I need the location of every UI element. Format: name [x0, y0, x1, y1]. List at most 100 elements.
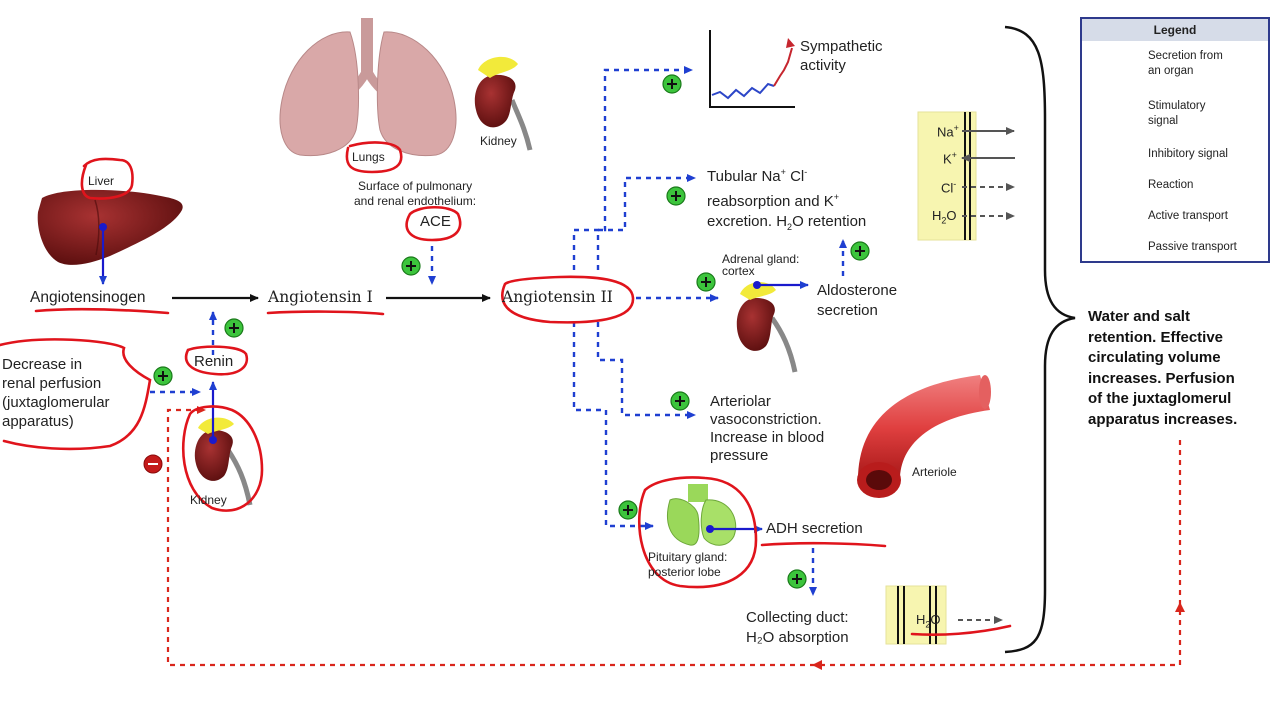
secretion-arrows [99, 223, 809, 533]
transport-arrows [958, 127, 1015, 624]
stimulatory-plus-icon [787, 569, 807, 589]
liver-icon [37, 189, 183, 265]
stimulatory-plus-icon [662, 74, 682, 94]
duct-water: H2O [916, 612, 941, 630]
trigger-label: Decrease in renal perfusion (juxtaglomer… [2, 355, 110, 431]
tubular-sup-a: + [780, 167, 786, 177]
tubular-sub-a: 2 [787, 222, 793, 232]
trigger-line1: Decrease in [2, 356, 83, 373]
ion-h2o: H2O [932, 208, 957, 226]
stimulatory-plus-icon [850, 241, 870, 261]
inhibitory-feedback-arrow [166, 406, 1182, 667]
adrenal-label-line2: cortex [722, 264, 755, 278]
tubular-text-b: Cl [785, 168, 805, 185]
angiotensin-1-node: Angiotensin I [268, 288, 373, 306]
legend-item-secretion: Secretion from an organ [1148, 49, 1223, 79]
tubular-label: Tubular Na+ Cl- reabsorption and K+ excr… [707, 162, 866, 237]
legend-item-inhibitory: Inhibitory signal [1148, 148, 1228, 160]
kidney-left-icon [194, 417, 253, 506]
kidney-top-icon [474, 56, 533, 151]
ion-cl-charge: - [953, 179, 957, 189]
tubular-text-d: excretion. H [707, 213, 788, 230]
stimulatory-arrows [150, 66, 847, 596]
outcome-line4: increases. Perfusion [1088, 369, 1235, 387]
trigger-line2: renal perfusion [2, 375, 102, 392]
tubular-text-a: Tubular Na [707, 168, 781, 185]
ion-h2o-sub: 2 [941, 215, 947, 226]
sympathetic-line1: Sympathetic [800, 38, 883, 55]
stimulatory-plus-icon [401, 256, 421, 276]
tubular-line2: reabsorption and K+ [707, 187, 866, 212]
outcome-line1: Water and salt [1088, 308, 1190, 325]
pituitary-gland-icon [667, 484, 737, 546]
stimulatory-plus-icon [618, 500, 638, 520]
trigger-line4: apparatus) [2, 413, 74, 430]
arteriolar-line4: pressure [710, 447, 769, 464]
outcome-line2: retention. Effective [1088, 328, 1224, 346]
legend-panel: Legend Secretion from an organ Stimulato… [1080, 17, 1270, 263]
legend-item-passive-transport: Passive transport [1148, 241, 1237, 253]
pituitary-label-line1: Pituitary gland: [648, 550, 728, 564]
duct-water-sub: 2 [925, 619, 931, 630]
legend-item-active-transport: Active transport [1148, 210, 1228, 222]
tubular-text-e: O retention [792, 213, 867, 230]
collecting-duct-label: Collecting duct: H₂O absorption [746, 608, 849, 648]
tubular-sup-c: + [833, 192, 840, 202]
ion-na-text: Na [937, 124, 954, 140]
adrenal-gland-label: Adrenal gland: cortex [722, 253, 799, 277]
arteriole-label: Arteriole [912, 465, 957, 479]
adh-secretion-label: ADH secretion [766, 520, 863, 537]
sympathetic-line2: activity [800, 57, 846, 74]
outcome-brace [1004, 25, 1076, 654]
aldosterone-line1: Aldosterone [817, 282, 898, 299]
tubular-line1: Tubular Na+ Cl- [707, 162, 866, 187]
lungs-label: Lungs [352, 150, 385, 164]
legend-secretion-line1: Secretion from [1148, 50, 1223, 62]
inhibitory-arrowheads [812, 602, 1185, 670]
trigger-line3: (juxtaglomerular [2, 394, 110, 411]
ion-cl: Cl- [941, 179, 956, 195]
legend-item-stimulatory: Stimulatory signal [1148, 99, 1206, 129]
arteriole-icon [857, 375, 991, 498]
angiotensinogen-node: Angiotensinogen [30, 289, 146, 306]
legend-stimulatory-line2: signal [1148, 115, 1179, 127]
duct-water-h: H [916, 612, 926, 627]
collecting-line1: Collecting duct: [746, 609, 849, 626]
angiotensin-2-node: Angiotensin II [502, 288, 613, 306]
stimulatory-plus-icon [670, 391, 690, 411]
kidney-left-label: Kidney [190, 493, 227, 507]
pituitary-label-line2: posterior lobe [648, 565, 721, 579]
outcome-line3: circulating volume [1088, 349, 1221, 366]
ion-k-charge: + [951, 150, 957, 160]
ion-k-text: K [943, 151, 952, 167]
adrenal-label-line1: Adrenal gland: [722, 252, 800, 266]
ace-site-line2: and renal endothelium: [354, 194, 477, 208]
ace-site-line1: Surface of pulmonary [358, 179, 473, 193]
tubular-line3: excretion. H2O retention [707, 212, 866, 237]
legend-stimulatory-line1: Stimulatory [1148, 100, 1206, 112]
stimulatory-plus-icon [666, 186, 686, 206]
arteriolar-line3: Increase in blood [710, 429, 825, 446]
duct-water-o: O [930, 612, 941, 627]
adrenal-kidney-icon [736, 282, 798, 373]
legend-secretion-line2: an organ [1148, 65, 1194, 77]
ion-cl-text: Cl [941, 180, 954, 196]
sympathetic-activity-chart [709, 30, 795, 108]
ion-h2o-o: O [946, 208, 957, 223]
legend-title: Legend [1082, 19, 1268, 41]
stimulatory-plus-icon [224, 318, 244, 338]
tubular-sup-b: - [804, 167, 808, 177]
kidney-top-label: Kidney [480, 134, 517, 148]
liver-label: Liver [88, 174, 115, 188]
sympathetic-activity-label: Sympathetic activity [800, 37, 883, 75]
collecting-line2: H₂O absorption [746, 629, 849, 646]
stimulatory-plus-icon [153, 366, 173, 386]
arteriolar-line1: Arteriolar [710, 393, 771, 410]
aldosterone-label: Aldosterone secretion [817, 281, 897, 321]
legend-item-reaction: Reaction [1148, 179, 1194, 191]
renin-node: Renin [194, 353, 234, 370]
arteriolar-label: Arteriolar vasoconstriction. Increase in… [710, 393, 824, 465]
outcome-text: Water and salt retention. Effective circ… [1088, 307, 1237, 430]
stimulatory-signal-icons [153, 74, 1132, 589]
